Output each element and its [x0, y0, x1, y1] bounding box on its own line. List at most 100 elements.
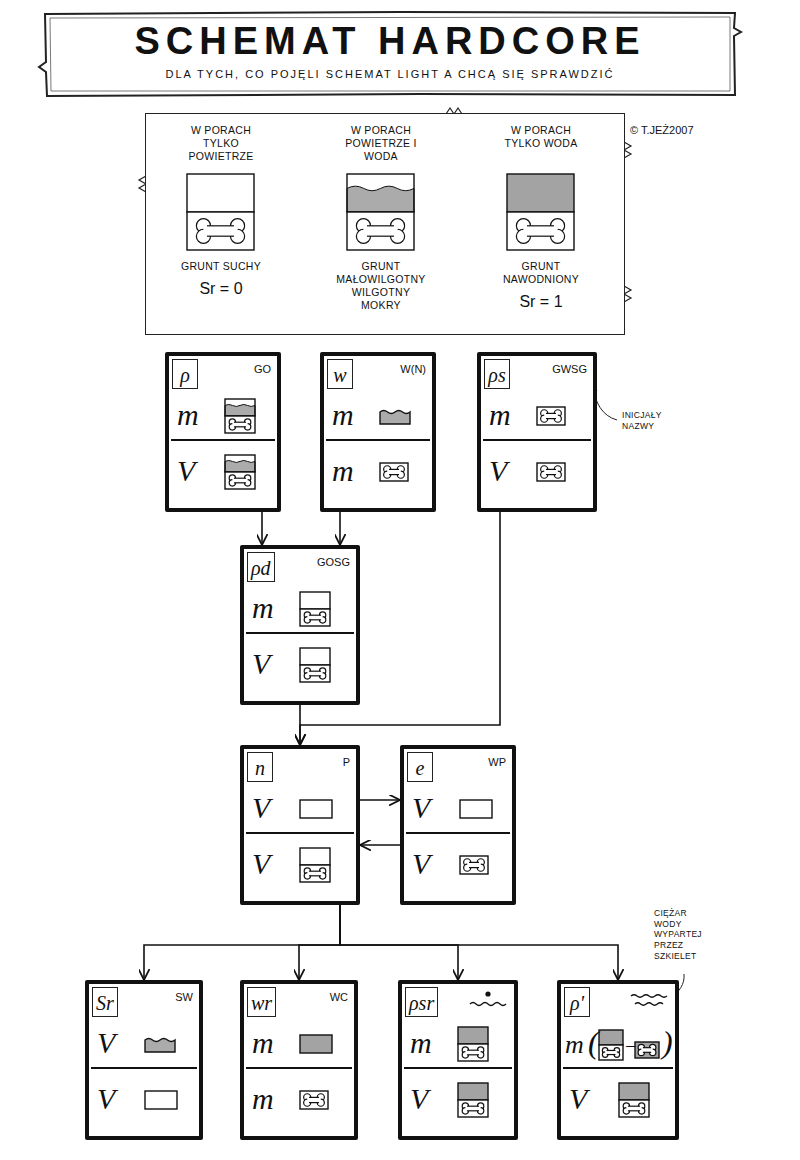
- soil-icon: [225, 455, 255, 489]
- soil-icon: [347, 174, 414, 250]
- pore-content-heading: W PORACH TYLKO POWIETRZE: [181, 124, 261, 163]
- soil-icon: [458, 1083, 488, 1117]
- soil-icon: [635, 1042, 659, 1058]
- soil-icon: [619, 1083, 649, 1117]
- quantity-symbol: wr: [247, 987, 276, 1017]
- formula-term: m: [565, 1032, 584, 1058]
- name-initials: W(N): [400, 363, 426, 376]
- flow-arrow: [261, 512, 263, 545]
- bone-icon: [462, 1103, 484, 1114]
- soil-state-name: GRUNT MAŁOWILGOTNY WILGOTNY MOKRY: [335, 260, 427, 313]
- formula-box: eWPVV: [400, 745, 516, 905]
- flow-arrow: [299, 705, 301, 745]
- soil-state-name: GRUNT SUCHY: [175, 260, 267, 273]
- formula-term: m: [332, 400, 354, 430]
- subtitle: DLA TYCH, CO POJĘLI SCHEMAT LIGHT A CHCĄ…: [45, 68, 735, 80]
- soil-icon: [300, 1091, 328, 1109]
- wave-symbol: [631, 995, 667, 998]
- fraction-line: [246, 1067, 352, 1069]
- flow-arrow: [299, 905, 340, 980]
- formula-term: m: [177, 400, 199, 430]
- formula-term: V: [97, 1084, 115, 1114]
- soil-icon: [145, 1091, 177, 1109]
- quantity-symbol: ρs: [484, 359, 510, 389]
- formula-box: nPVV: [240, 745, 360, 905]
- formula-term: m: [252, 1028, 274, 1058]
- fraction-line: [563, 1067, 673, 1069]
- fraction-line: [246, 632, 354, 634]
- formula-term: V: [410, 1084, 428, 1114]
- formula-term: V: [412, 793, 430, 823]
- fraction-line: [406, 832, 510, 834]
- soil-icon: [460, 800, 492, 818]
- name-initials: WC: [330, 991, 348, 1004]
- soil-icon: [300, 1035, 332, 1053]
- quantity-symbol: ρ: [172, 359, 198, 389]
- soil-icon: [380, 463, 408, 481]
- bone-icon: [304, 868, 326, 879]
- saturation-value: Sr = 1: [491, 292, 591, 311]
- bone-icon: [356, 219, 404, 244]
- diagram-title: SCHEMAT HARDCORE: [45, 20, 735, 63]
- soil-icon: [300, 800, 332, 818]
- fraction-line: [404, 1067, 512, 1069]
- node-illustration: [161, 118, 281, 332]
- bone-icon: [384, 466, 405, 478]
- formula-term: −: [624, 1036, 638, 1056]
- soil-icon: [187, 174, 254, 250]
- soil-icon: [458, 1027, 488, 1061]
- wave-symbol: [635, 1003, 663, 1006]
- formula-box: ρGOmV: [165, 352, 281, 512]
- quantity-symbol: Sr: [92, 987, 118, 1017]
- soil-icon: [380, 411, 410, 425]
- soil-icon: [460, 856, 488, 874]
- fraction-line: [91, 1067, 197, 1069]
- formula-term: V: [252, 849, 270, 879]
- fraction-line: [171, 439, 275, 441]
- name-initials: P: [343, 756, 350, 769]
- name-initials: GO: [254, 363, 271, 376]
- copyright-note: © T.JEŻ2007: [630, 124, 694, 136]
- bone-icon: [229, 419, 251, 430]
- formula-box: ρ'm(−)V: [557, 980, 679, 1140]
- formula-term: m: [252, 1084, 274, 1114]
- bone-icon: [602, 1048, 619, 1058]
- formula-term: m: [410, 1028, 432, 1058]
- soil-icon: [145, 1039, 175, 1053]
- soil-icon: [599, 1030, 623, 1060]
- soil-state-name: GRUNT NAWODNIONY: [495, 260, 587, 286]
- panel-zigzag: [624, 286, 631, 302]
- formula-box: ρs GWSG mV: [477, 352, 597, 512]
- formula-box: wr WC mm: [240, 980, 358, 1140]
- formula-term: ): [662, 1026, 673, 1058]
- bone-icon: [462, 1047, 484, 1058]
- title-banner-frame: [39, 12, 741, 96]
- soil-icon: [225, 399, 255, 433]
- quantity-symbol: ρsr: [405, 987, 438, 1017]
- callout-note: INICJAŁY NAZWY: [622, 410, 686, 431]
- bone-icon: [304, 668, 326, 679]
- formula-term: V: [97, 1028, 115, 1058]
- soil-state-column: W PORACH TYLKO POWIETRZEGRUNT SUCHYSr = …: [161, 118, 281, 332]
- flow-arrow: [340, 905, 618, 980]
- flow-arrow: [360, 844, 400, 846]
- formula-box: ρdGOSGmV: [240, 545, 360, 705]
- soil-icon: [537, 463, 565, 481]
- formula-term: V: [252, 649, 270, 679]
- quantity-symbol: n: [247, 752, 273, 782]
- bone-icon: [541, 410, 562, 422]
- bone-icon: [464, 859, 485, 871]
- formula-term: V: [489, 456, 507, 486]
- name-initials: GWSG: [552, 363, 587, 376]
- bone-icon: [304, 612, 326, 623]
- soil-icon: [300, 592, 330, 626]
- flow-arrow: [340, 905, 458, 980]
- dot-symbol: [485, 991, 490, 996]
- bone-icon: [516, 219, 564, 244]
- formula-term: m: [489, 400, 511, 430]
- panel-zigzag: [624, 142, 631, 158]
- soil-icon: [537, 407, 565, 425]
- bone-icon: [229, 475, 251, 486]
